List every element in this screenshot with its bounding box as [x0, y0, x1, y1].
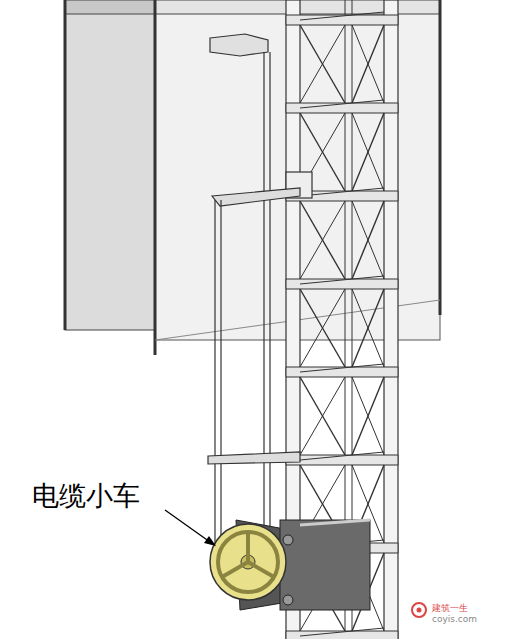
- mast-member: [300, 289, 345, 367]
- mast-member: [352, 201, 384, 279]
- leader-arrow: [165, 510, 216, 546]
- watermark-text: coyis.com: [432, 614, 477, 624]
- mast-member: [352, 25, 384, 103]
- post: [64, 0, 67, 330]
- mast-member: [300, 628, 384, 636]
- mast-member: [300, 25, 345, 103]
- mast-member: [300, 188, 384, 196]
- cable-trolley: [210, 520, 370, 610]
- mast-member: [300, 100, 384, 108]
- mast-member: [352, 377, 384, 455]
- mast-member: [300, 201, 345, 279]
- mast-member: [300, 377, 345, 455]
- mast-member: [300, 12, 384, 20]
- mast-member: [300, 201, 345, 279]
- mast-member: [352, 289, 384, 367]
- mast-member: [300, 377, 345, 455]
- mast-member: [352, 25, 384, 103]
- mast-member: [352, 377, 384, 455]
- mast-member: [300, 364, 384, 372]
- cable-guide: [208, 34, 312, 575]
- mast-member: [300, 25, 345, 103]
- mast-member: [300, 276, 384, 284]
- mast-member: [352, 113, 384, 191]
- watermark-text: 建筑一生: [432, 602, 468, 615]
- mast-member: [352, 201, 384, 279]
- panel-top: [65, 0, 155, 14]
- mast-member: [352, 113, 384, 191]
- post: [439, 0, 442, 315]
- post: [154, 0, 157, 355]
- part-label: 电缆小车: [32, 478, 140, 514]
- mast-member: [352, 289, 384, 367]
- mast-member: [300, 289, 345, 367]
- mast-member: [300, 452, 384, 460]
- watermark-logo: [412, 603, 426, 617]
- building-panel: [65, 0, 155, 330]
